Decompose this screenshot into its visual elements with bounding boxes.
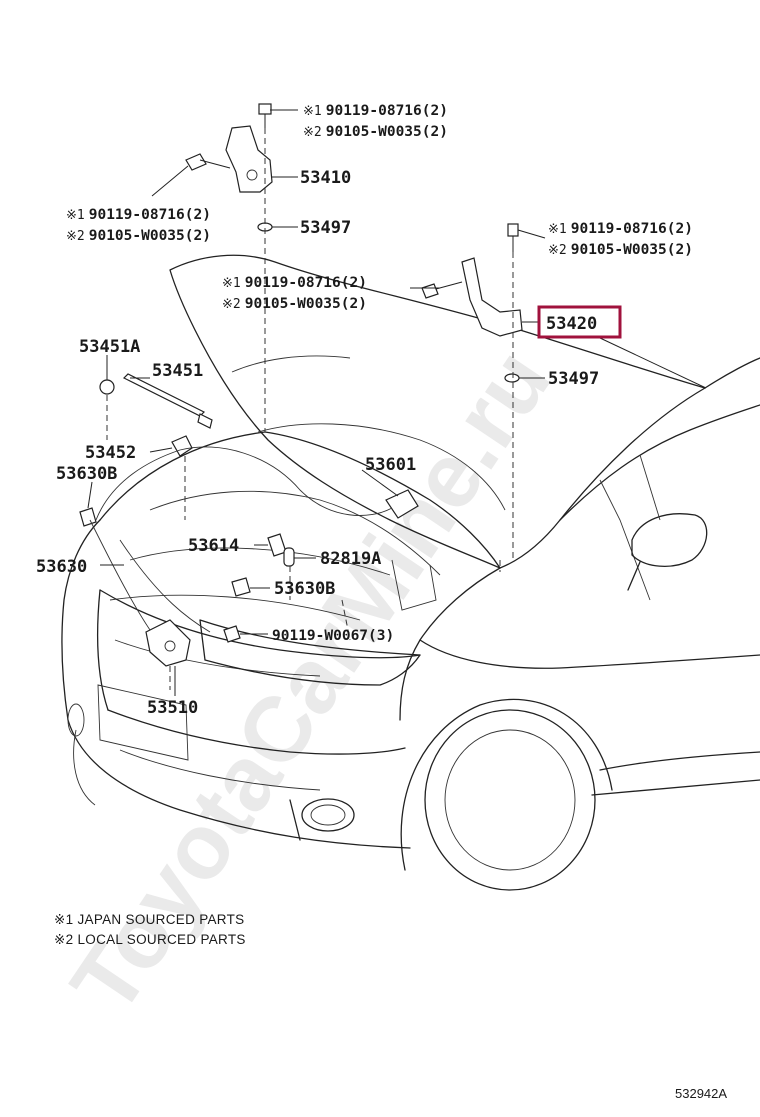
car-body-illustration [61, 254, 760, 891]
legend: ※1 JAPAN SOURCED PARTS ※2 LOCAL SOURCED … [54, 912, 246, 947]
part-label-53452[interactable]: 53452 [85, 443, 136, 463]
part-label-53510[interactable]: 53510 [147, 698, 198, 718]
part-label-53410[interactable]: 53410 [300, 168, 351, 188]
part-label-53497-right[interactable]: 53497 [548, 369, 599, 389]
part-label-53630B-left[interactable]: 53630B [56, 464, 117, 484]
part-shapes [79, 103, 523, 667]
legend-line-local: ※2 LOCAL SOURCED PARTS [54, 932, 246, 947]
part-label-53420[interactable]: 53420 [546, 314, 597, 334]
part-label-82819A[interactable]: 82819A [320, 549, 381, 569]
part-label-53601[interactable]: 53601 [365, 455, 416, 475]
part-label-53630[interactable]: 53630 [36, 557, 87, 577]
part-label-53451[interactable]: 53451 [152, 361, 203, 381]
diagram-code: 532942A [675, 1086, 727, 1101]
part-label-53614[interactable]: 53614 [188, 536, 239, 556]
part-label-53451A[interactable]: 53451A [79, 337, 140, 357]
assembly-lines [106, 128, 514, 690]
part-label-90119-W0067[interactable]: 90119-W0067(3) [272, 628, 394, 644]
legend-line-japan: ※1 JAPAN SOURCED PARTS [54, 912, 244, 927]
part-label-53497-top[interactable]: 53497 [300, 218, 351, 238]
part-label-53630B-mid[interactable]: 53630B [274, 579, 335, 599]
leader-lines [87, 109, 707, 696]
highlight-box-53420 [537, 305, 622, 339]
